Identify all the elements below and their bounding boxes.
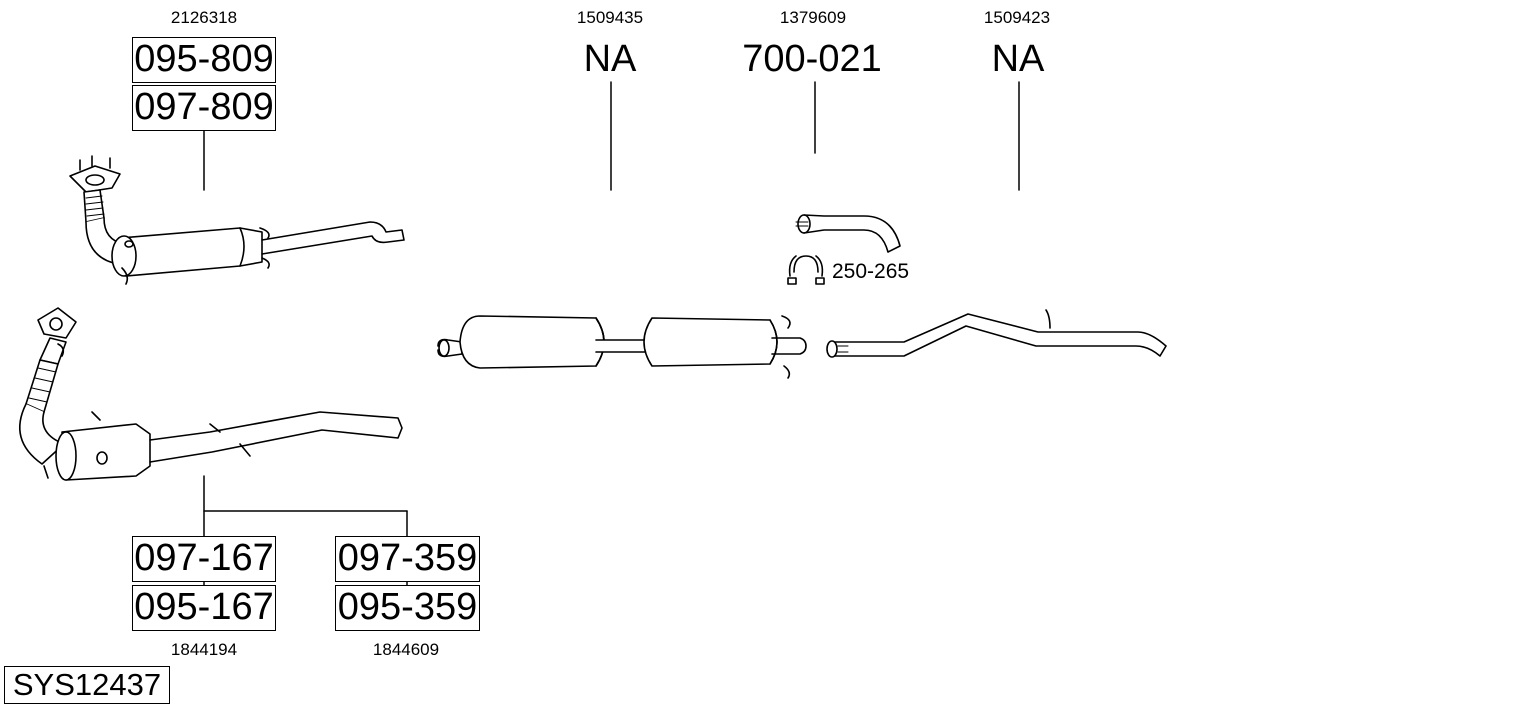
front-silencer-assembly bbox=[69, 155, 405, 285]
tail-pipe-small bbox=[795, 214, 901, 253]
catalytic-converter-assembly bbox=[18, 307, 403, 481]
clamp-part-code: 250-265 bbox=[832, 260, 910, 283]
system-id-box: SYS12437 bbox=[4, 666, 170, 704]
leader-lines bbox=[203, 81, 1020, 587]
rear-pipe bbox=[826, 309, 1167, 358]
part-code-box-left-primary: 097-167 bbox=[132, 536, 276, 582]
ref-number-rear: 1509423 bbox=[983, 8, 1051, 27]
ref-number-center: 1509435 bbox=[576, 8, 644, 27]
ref-number-right-bottom: 1844609 bbox=[372, 640, 440, 659]
ref-number-tail-pipe: 1379609 bbox=[779, 8, 847, 27]
part-code-tail-pipe: 700-021 bbox=[742, 38, 882, 80]
part-code-center: NA bbox=[583, 38, 637, 80]
pipe-clamp bbox=[787, 255, 825, 285]
part-code-box-right-primary: 097-359 bbox=[335, 536, 480, 582]
center-rear-silencer bbox=[437, 315, 807, 379]
part-code-rear: NA bbox=[991, 38, 1045, 80]
ref-number-left-bottom: 1844194 bbox=[170, 640, 238, 659]
ref-number-front-assembly: 2126318 bbox=[170, 8, 238, 27]
part-code-box-left-secondary: 095-167 bbox=[132, 585, 276, 631]
part-code-box-front-primary: 095-809 bbox=[132, 37, 276, 83]
part-code-box-right-secondary: 095-359 bbox=[335, 585, 480, 631]
part-code-box-front-secondary: 097-809 bbox=[132, 85, 276, 131]
